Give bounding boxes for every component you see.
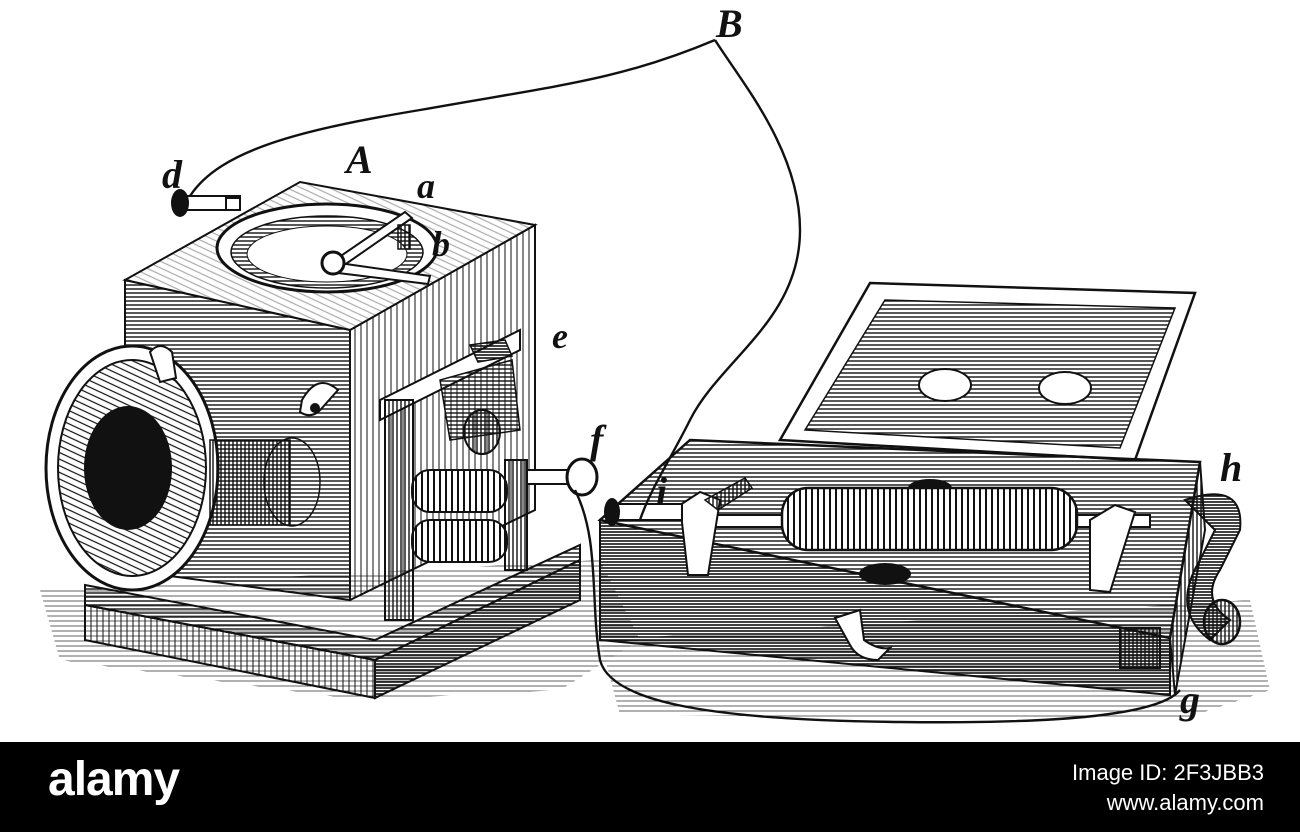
label-d: d (162, 152, 182, 197)
board-apparatus (597, 281, 1242, 697)
label-e: e (552, 316, 568, 356)
image-id-text: Image ID: 2F3JBB3 (1072, 760, 1264, 785)
box-apparatus (44, 180, 599, 700)
engraving-illustration (40, 38, 1270, 724)
label-A: A (346, 137, 373, 182)
label-h: h (1220, 445, 1243, 490)
site-url: www.alamy.com (1106, 790, 1264, 815)
label-g: g (1180, 677, 1200, 722)
label-a: a (417, 166, 435, 206)
watermark-footer: alamy Image ID: 2F3JBB3 www.alamy.com (0, 742, 1300, 832)
brand-logo: alamy (48, 753, 180, 806)
label-f: f (590, 417, 604, 462)
label-B: B (716, 1, 743, 46)
label-b: b (432, 224, 450, 264)
connecting-wires (188, 38, 1181, 724)
label-i: i (656, 469, 668, 514)
